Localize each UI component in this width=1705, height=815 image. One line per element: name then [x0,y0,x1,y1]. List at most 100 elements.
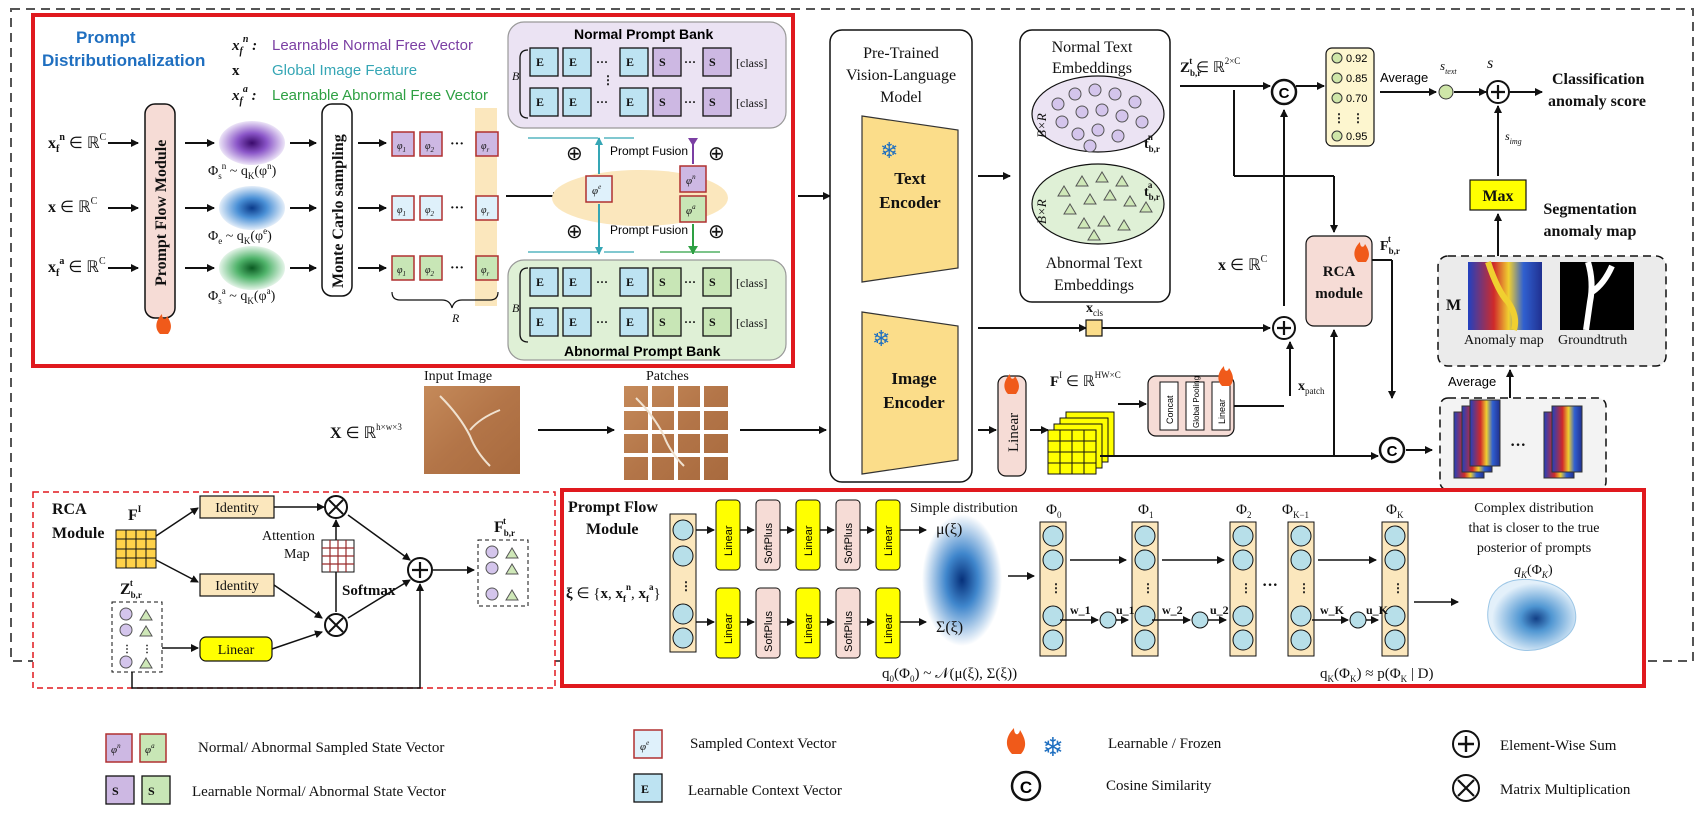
svg-text:E: E [536,315,544,329]
abnormal-prompt-bank-label: Abnormal Prompt Bank [564,343,721,359]
xi-label: ξ ∈ {x, xfn, xfa} [566,582,661,604]
svg-text:S: S [148,784,155,798]
fire-icon [1004,374,1019,394]
fire-icon [1354,242,1369,262]
scores-panel: Zb,rt ∈ ℝ2×C C 0.92 0.85 0.70 ⋮⋮ 0.95 Av… [1180,47,1667,398]
qk-approx-label: qK(ΦK) ≈ p(ΦK | D) [1320,666,1434,684]
w1-label: w_1 [1070,603,1091,617]
svg-text:S: S [709,275,716,289]
image-encoder [861,311,959,475]
rca-box-label-2: module [1315,286,1363,302]
linear-label: Linear [1006,413,1022,452]
softplus-layer-label: SoftPlus [843,523,855,564]
q0-label: q0(Φ0) ~ 𝒩(μ(ξ), Σ(ξ)) [882,666,1017,684]
prompt-flow-module-label: Prompt Flow Module [153,140,170,286]
svg-text:⋮: ⋮ [1392,581,1404,595]
average2-label: Average [1448,374,1496,389]
legend-matmul: Matrix Multiplication [1500,782,1631,798]
legend-elementwise: Element-Wise Sum [1500,738,1617,754]
f-br-label: Fb,rt [1380,234,1400,256]
svg-text:⋮: ⋮ [602,73,614,87]
complex-label-2: that is closer to the true [1468,521,1599,536]
svg-text:φe: φe [592,183,601,197]
rca-fi-grid [115,529,157,569]
uk-label: u_K [1366,603,1389,617]
classification-label-1: Classification [1552,71,1645,88]
rca-title-2: Module [52,525,104,542]
snowflake-icon: ❄ [880,138,898,163]
normal-emb-points [1051,83,1149,153]
w2-label: w_2 [1162,603,1183,617]
legend-learnable-state: Learnable Normal/ Abnormal State Vector [192,784,446,800]
groundtruth-label: Groundtruth [1558,333,1627,348]
svg-text:E: E [569,95,577,109]
fire-icon [156,314,171,334]
plus-icon: ⊕ [566,221,583,243]
linear-layer-label: Linear [803,613,815,644]
normal-state-center [679,165,707,193]
rca-title-1: RCA [52,501,87,518]
simple-dist-label: Simple distribution [910,501,1018,516]
linear-layer-label: Linear [803,525,815,556]
svg-text:···: ··· [450,201,464,216]
svg-text:⋮: ⋮ [142,644,152,655]
svg-text:E: E [536,95,544,109]
abnormal-emb-label-1: Abnormal Text [1046,255,1143,272]
svg-text:φ1: φ1 [397,205,406,218]
linear-layer-label: Linear [883,525,895,556]
legend: φn φa Normal/ Abnormal Sampled State Vec… [105,728,1631,805]
score-value: 0.95 [1346,131,1367,143]
identity-2-label: Identity [215,579,259,594]
abnormal-emb-points [1057,171,1153,241]
complex-label-1: Complex distribution [1474,501,1593,516]
svg-text:···: ··· [450,137,464,152]
complex-distribution-blob [1487,578,1577,651]
svg-text:φa: φa [145,742,155,756]
u2-label: u_2 [1210,603,1229,617]
snowflake-icon: ❄ [872,326,890,351]
concat-label: Concat [1165,395,1175,424]
legend-cosine: Cosine Similarity [1106,778,1212,794]
vlm-panel: Pre-Trained Vision-Language Model ❄ Text… [829,29,973,483]
legend-abnormal-free: Learnable Abnormal Free Vector [272,87,488,104]
svg-text:B: B [512,301,520,315]
sampled-context-row: ··· φ1 φ2 φr [391,195,499,221]
class-token: [class] [736,56,767,70]
phi-e: Φe ~ qK(φe) [208,226,272,246]
legend-learnable-frozen: Learnable / Frozen [1108,736,1222,752]
svg-text:S: S [659,315,666,329]
svg-text:E: E [569,315,577,329]
svg-text:S: S [659,275,666,289]
svg-text:⋮: ⋮ [680,579,692,593]
segmentation-label-2: anomaly map [1544,223,1637,240]
svg-text:φ1: φ1 [397,265,406,278]
linear-layer-label: Linear [723,613,735,644]
vlm-title-2: Vision-Language [846,67,956,84]
svg-text:⋮: ⋮ [1298,581,1310,595]
svg-text:⋮: ⋮ [1142,581,1154,595]
sampled-normal-row: ··· φ1 φ2 φr [391,131,499,157]
svg-text:···: ··· [1262,577,1278,594]
groundtruth-image [1560,262,1634,330]
svg-text:⋮: ⋮ [1050,581,1062,595]
svg-text:φ2: φ2 [425,205,435,218]
classification-label-2: anomaly score [1548,93,1646,110]
rca-linear-label: Linear [218,643,255,658]
segmentation-label-1: Segmentation [1543,201,1636,218]
bxr-bottom: B×R [1034,199,1049,224]
class-token: [class] [736,96,767,110]
r-label: R [451,311,460,325]
prompt-fusion-top: Prompt Fusion [610,144,688,158]
simple-distribution-blob [922,514,1002,646]
svg-text:φr: φr [481,141,490,154]
cosine-similarity-icon [1270,78,1298,106]
svg-text:C: C [1387,443,1398,460]
svg-text:E: E [641,782,649,796]
x-rc-label: x ∈ ℝC [1218,254,1268,274]
f-i-label: FI ∈ ℝHW×C [1050,370,1121,390]
legend-x-sym: x [232,63,240,79]
x-patch-label: xpatch [1298,379,1325,396]
svg-text:E: E [626,315,634,329]
svg-text:···: ··· [684,315,696,329]
